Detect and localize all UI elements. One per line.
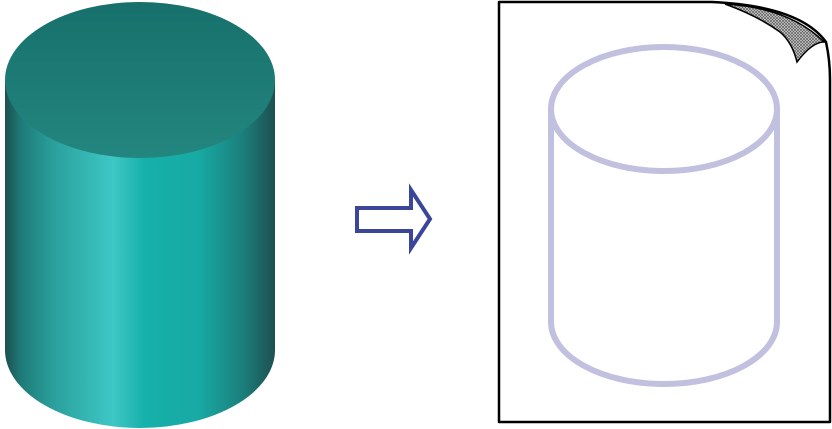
hollow-right-arrow-icon — [355, 183, 433, 255]
solid-cylinder-top — [5, 2, 275, 158]
page-curl-icon — [724, 3, 826, 64]
paper-sheet-outline — [497, 0, 832, 424]
solid-cylinder-icon — [5, 2, 275, 428]
wireframe-cylinder-icon — [548, 44, 780, 387]
wireframe-bottom-arc — [548, 319, 780, 387]
solid-cylinder-body — [5, 80, 275, 428]
paper-sheet-icon — [497, 0, 832, 424]
